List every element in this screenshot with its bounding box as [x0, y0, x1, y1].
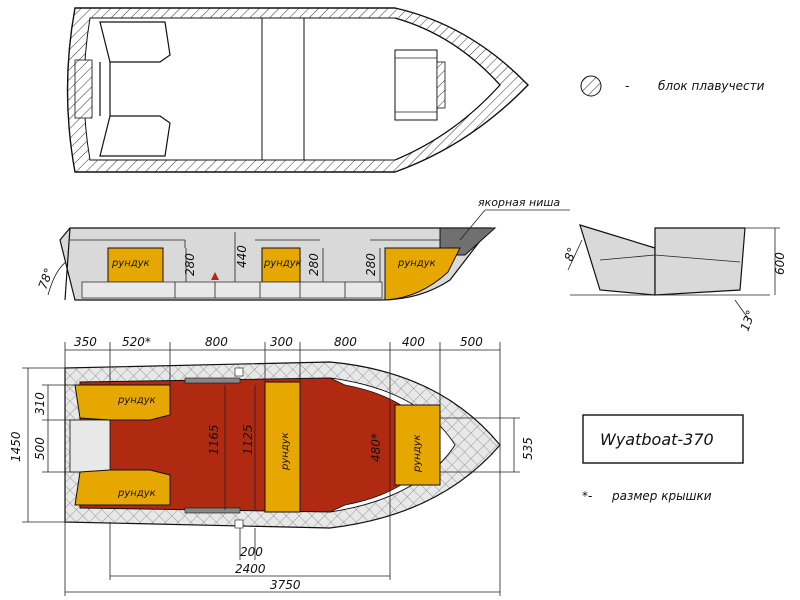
plan-locker-label-1: рундук	[117, 395, 156, 406]
plan-locker-label-3: рундук	[280, 432, 291, 471]
legend-buoyancy-label: блок плавучести	[658, 79, 765, 93]
plan-bottom-2400: 2400	[235, 562, 266, 576]
top-view	[66, 7, 529, 173]
side-height-3: 280	[307, 253, 321, 276]
plan-inner-1125: 1125	[241, 424, 255, 455]
model-name: Wyatboat-370	[600, 430, 714, 449]
cover-mark: *-	[582, 489, 592, 503]
model-box: Wyatboat-370	[582, 414, 744, 464]
plan-bottom-200: 200	[240, 545, 263, 559]
plan-inner-1165: 1165	[207, 424, 221, 455]
end-view: 600 8° 13°	[562, 224, 787, 333]
cover-note: *- размер крышки	[582, 489, 712, 503]
side-view: 280 440 280 280 рундук рундук рундук яко…	[36, 196, 570, 301]
plan-left-500: 500	[33, 437, 47, 460]
end-angle-bottom: 13°	[738, 308, 758, 333]
plan-left-310: 310	[33, 392, 47, 415]
side-locker-label-1: рундук	[111, 258, 150, 269]
plan-right-535: 535	[521, 437, 535, 460]
plan-top-dim-2: 520*	[122, 335, 151, 349]
side-locker-label-2: рундук	[263, 258, 302, 269]
side-height-1: 280	[183, 253, 197, 276]
legend-dash: -	[625, 79, 629, 93]
plan-top-dim-1: 350	[74, 335, 97, 349]
plan-left-1450: 1450	[9, 431, 23, 462]
side-height-2: 440	[235, 245, 249, 268]
anchor-niche-label: якорная ниша	[478, 196, 560, 209]
side-locker-label-3: рундук	[397, 258, 436, 269]
plan-locker-label-4: рундук	[412, 434, 423, 473]
legend: - блок плавучести	[580, 75, 765, 97]
plan-top-dim-7: 500	[460, 335, 483, 349]
end-angle-top: 8°	[562, 245, 580, 263]
side-angle: 78°	[36, 266, 56, 291]
plan-locker-label-2: рундук	[117, 488, 156, 499]
plan-top-dim-4: 300	[270, 335, 293, 349]
end-height: 600	[773, 252, 787, 275]
plan-view: 1165 1125 480* рундук рундук рундук рунд…	[9, 335, 535, 596]
plan-top-dim-3: 800	[205, 335, 228, 349]
side-height-4: 280	[364, 253, 378, 276]
plan-top-dim-6: 400	[402, 335, 425, 349]
plan-top-dim-5: 800	[334, 335, 357, 349]
plan-bottom-3750: 3750	[270, 578, 301, 592]
cover-label: размер крышки	[611, 489, 712, 503]
plan-inner-480: 480*	[369, 433, 383, 462]
buoyancy-swatch-icon	[580, 75, 602, 97]
